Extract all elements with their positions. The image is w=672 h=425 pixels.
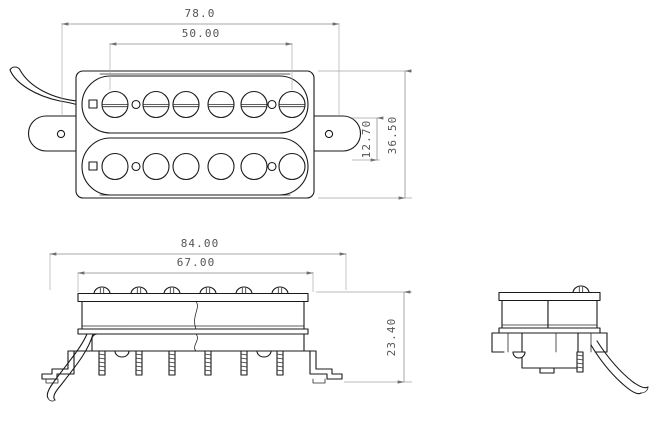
- side-view-cover-top-plate: [498, 291, 601, 302]
- top-view-cable: [9, 66, 79, 106]
- top-view-upper-index-square: [88, 99, 98, 109]
- side-view-cable: [590, 340, 649, 395]
- dimension-front-cover-width: 67.00: [77, 256, 314, 292]
- dimension-label-36-50: 36.50: [386, 116, 399, 155]
- top-view-upper-small-hole: [131, 99, 141, 110]
- top-view-upper-small-hole: [267, 99, 277, 110]
- threaded-screw: [276, 350, 284, 376]
- dimension-label-12-70: 12.70: [360, 120, 373, 159]
- side-view-bottom-tab: [539, 367, 555, 374]
- top-view-lower-pole-pieces: [101, 152, 306, 181]
- dimension-front-overall-width: 84.00: [49, 237, 347, 290]
- pole-piece-slug: [207, 152, 235, 181]
- front-view-bump: [256, 350, 272, 358]
- side-view-group: [491, 285, 649, 395]
- front-view-cover-lip: [77, 328, 309, 335]
- dimension-top-overall-height: 36.50: [318, 69, 412, 200]
- pole-piece-screw: [172, 90, 200, 119]
- threaded-screw: [98, 350, 106, 376]
- top-view-upper-pole-pieces: [101, 90, 306, 119]
- dimension-label-78: 78.0: [185, 7, 216, 20]
- dimension-label-23-40: 23.40: [385, 318, 398, 357]
- threaded-screw: [168, 350, 176, 376]
- dimension-front-overall-height: 23.40: [316, 290, 412, 384]
- top-view-mounting-tab-right: [312, 115, 362, 152]
- pole-piece-slug: [101, 152, 129, 181]
- top-view-group: [9, 66, 362, 199]
- pole-piece-screw: [101, 90, 129, 119]
- side-view-coil-right: [547, 299, 598, 330]
- pole-piece-slug: [278, 152, 306, 181]
- pole-piece-screw: [207, 90, 235, 119]
- pole-piece-screw: [240, 90, 268, 119]
- top-view-lower-small-hole: [131, 161, 141, 172]
- dimension-label-50: 50.00: [182, 27, 221, 40]
- pole-piece-screw: [142, 90, 170, 119]
- front-view-bobbin-block: [91, 333, 305, 352]
- pole-piece-slug: [240, 152, 268, 181]
- front-view-cover-top-plate: [77, 292, 309, 303]
- pole-piece-slug: [142, 152, 170, 181]
- dimension-label-84: 84.00: [181, 237, 220, 250]
- pole-piece-screw: [278, 90, 306, 119]
- side-view-coil-left: [501, 299, 549, 330]
- front-view-cable: [46, 333, 94, 402]
- dimension-top-inner-width: 50.00: [109, 27, 293, 90]
- top-view-lower-index-square: [88, 161, 98, 171]
- front-view-baseplate: [41, 350, 343, 384]
- threaded-screw: [240, 350, 248, 376]
- top-view-mounting-tab-left: [27, 115, 80, 152]
- front-view-protruding-screws: [98, 350, 284, 376]
- side-view-bobbin-block: [521, 332, 579, 369]
- dimension-top-coil-spacing: 12.70: [352, 116, 384, 162]
- dimension-label-67: 67.00: [177, 256, 216, 269]
- front-view-bump: [114, 350, 130, 358]
- side-view-cover-lip: [498, 327, 601, 334]
- front-view-cover-body: [81, 300, 305, 331]
- pole-piece-slug: [172, 152, 200, 181]
- dimension-top-overall-width: 78.0: [61, 7, 340, 116]
- threaded-screw: [135, 350, 143, 376]
- threaded-screw: [204, 350, 212, 376]
- front-view-break-line: [194, 301, 198, 330]
- front-view-group: [41, 286, 343, 402]
- side-view-threaded-screw: [576, 351, 584, 373]
- side-view-bump: [512, 351, 526, 359]
- top-view-lower-small-hole: [267, 161, 277, 172]
